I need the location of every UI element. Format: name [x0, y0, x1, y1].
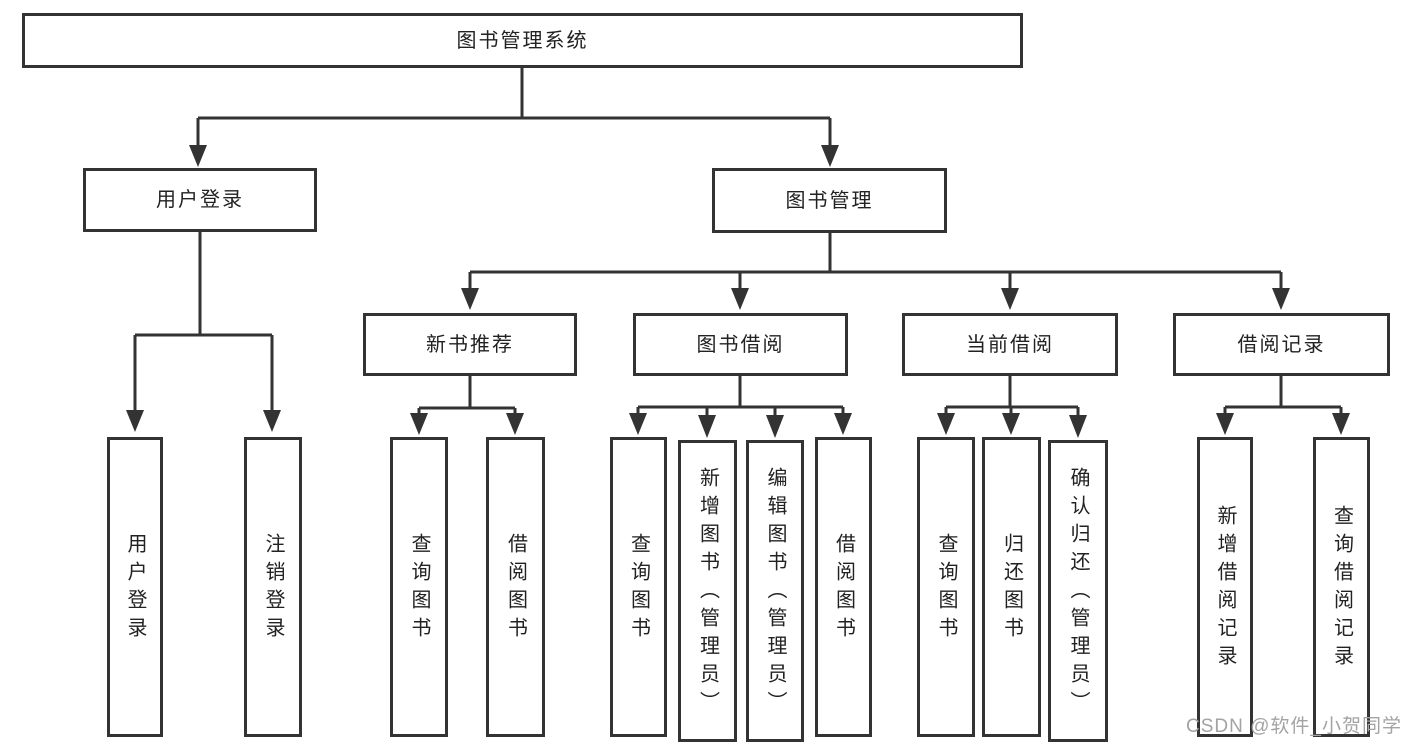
- arrowhead: [263, 410, 281, 432]
- leaf-query-borrow-record: 查询借阅记录: [1313, 437, 1370, 737]
- leaf-edit-books-admin: 编辑图书（管理员）: [746, 440, 804, 742]
- arrowhead: [834, 413, 852, 435]
- leaf-query-books-current: 查询图书: [917, 437, 975, 737]
- leaf-borrow-books-borrowing: 借阅图书: [815, 437, 872, 737]
- leaf-query-books-recommend: 查询图书: [390, 437, 448, 737]
- node-root-library-system: 图书管理系统: [22, 13, 1023, 68]
- node-current-borrowing: 当前借阅: [902, 313, 1118, 376]
- arrowhead: [1002, 413, 1020, 435]
- arrowhead: [629, 413, 647, 435]
- leaf-return-books: 归还图书: [982, 437, 1041, 737]
- leaf-add-books-admin: 新增图书（管理员）: [678, 440, 737, 742]
- arrowhead: [189, 145, 207, 167]
- node-borrowing-records: 借阅记录: [1173, 313, 1390, 376]
- leaf-query-books-borrowing: 查询图书: [610, 437, 667, 737]
- leaf-user-login: 用户登录: [107, 437, 163, 737]
- arrowhead: [1272, 288, 1290, 310]
- arrowhead: [126, 410, 144, 432]
- node-book-borrowing: 图书借阅: [633, 313, 848, 376]
- node-book-management: 图书管理: [712, 168, 947, 233]
- arrowhead: [1332, 413, 1350, 435]
- arrowhead: [410, 413, 428, 435]
- arrowhead: [821, 145, 839, 167]
- arrowhead: [506, 413, 524, 435]
- leaf-confirm-return-admin: 确认归还（管理员）: [1048, 440, 1108, 742]
- arrowhead: [1001, 288, 1019, 310]
- connector-user-login-branch: [126, 232, 281, 432]
- arrowhead: [731, 288, 749, 310]
- connector-new-book-recommend-branch: [410, 376, 524, 435]
- connector-book-management-branch: [461, 232, 1290, 310]
- leaf-borrow-books-recommend: 借阅图书: [486, 437, 545, 737]
- leaf-add-borrow-record: 新增借阅记录: [1197, 437, 1253, 737]
- csdn-watermark: CSDN @软件_小贺同学: [1186, 716, 1402, 737]
- arrowhead: [461, 288, 479, 310]
- connector-book-borrowing-branch: [629, 376, 852, 438]
- connector-current-borrowing-branch: [937, 376, 1087, 438]
- leaf-logout: 注销登录: [244, 437, 302, 737]
- connector-root-branch: [189, 68, 839, 167]
- arrowhead: [1216, 413, 1234, 435]
- node-user-login: 用户登录: [83, 168, 317, 232]
- arrowhead: [937, 413, 955, 435]
- node-new-book-recommend: 新书推荐: [363, 313, 577, 376]
- arrowhead: [698, 415, 716, 438]
- connector-borrowing-records-branch: [1216, 376, 1350, 435]
- arrowhead: [1069, 415, 1087, 438]
- arrowhead: [766, 415, 784, 438]
